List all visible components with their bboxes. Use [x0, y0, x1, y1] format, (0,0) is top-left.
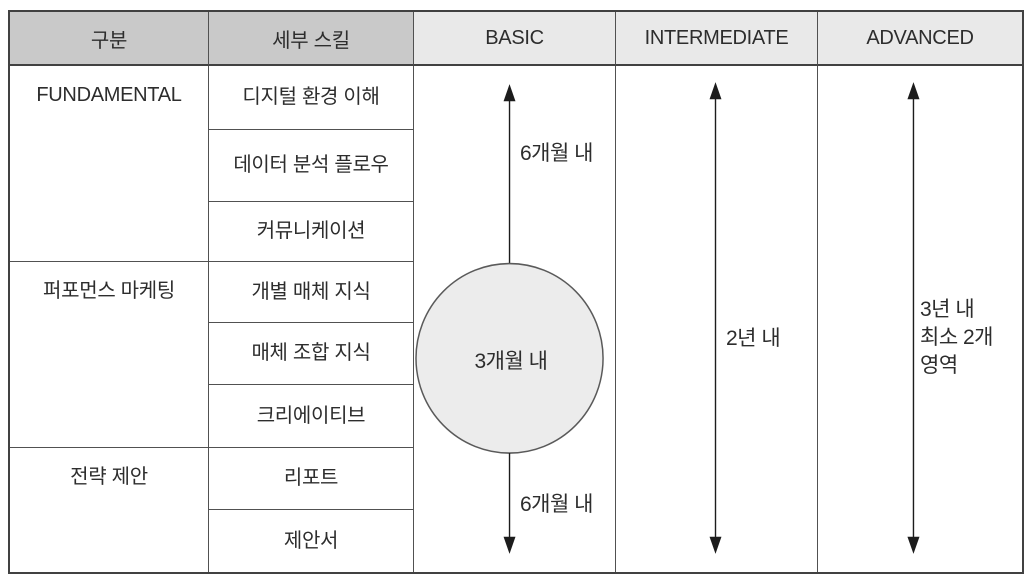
skill-matrix-table: 구분 세부 스킬 BASIC INTERMEDIATE ADVANCED FUN…: [8, 10, 1024, 574]
skill-label: 제안서: [283, 529, 339, 552]
skill-label: 리포트: [283, 467, 339, 489]
category-label: 퍼포먼스 마케팅: [43, 280, 175, 302]
header-cell-category: 구분: [10, 12, 209, 66]
skill-cell: 크리에이티브: [209, 385, 414, 448]
category-label: 전략 제안: [70, 466, 148, 488]
basic-circle-duration-label: 3개월 내: [474, 350, 548, 373]
header-label-skill: 세부 스킬: [272, 29, 350, 52]
advanced-duration-line: 3년 내: [920, 298, 975, 321]
skill-cell: 제안서: [209, 510, 414, 572]
header-label-category: 구분: [90, 29, 128, 52]
up-arrow-icon: [503, 84, 516, 264]
intermediate-duration-label: 2년 내: [726, 327, 781, 350]
skill-cell: 개별 매체 지식: [209, 262, 414, 323]
header-label-advanced: ADVANCED: [866, 26, 974, 49]
basic-bottom-duration-label: 6개월 내: [520, 493, 593, 516]
skill-cell: 데이터 분석 플로우: [209, 130, 414, 202]
skill-label: 개별 매체 지식: [251, 280, 371, 303]
skill-cell: 커뮤니케이션: [209, 202, 414, 262]
advanced-arrow-graphic: [907, 82, 920, 554]
skill-cell: 매체 조합 지식: [209, 323, 414, 385]
basic-top-duration-label: 6개월 내: [520, 142, 593, 165]
advanced-duration-line: 최소 2개: [920, 326, 993, 349]
header-cell-advanced: ADVANCED: [818, 12, 1022, 66]
advanced-timeline-cell: 3년 내 최소 2개 영역: [818, 66, 1022, 572]
skill-label: 크리에이티브: [256, 404, 366, 427]
header-cell-skill: 세부 스킬: [209, 12, 414, 66]
skill-label: 매체 조합 지식: [251, 342, 371, 364]
down-arrow-icon: [503, 453, 516, 554]
skill-label: 데이터 분석 플로우: [233, 154, 389, 176]
double-arrow-icon: [709, 82, 722, 554]
skill-label: 디지털 환경 이해: [242, 86, 380, 108]
header-cell-intermediate: INTERMEDIATE: [616, 12, 818, 66]
skill-label: 커뮤니케이션: [256, 220, 366, 242]
advanced-duration-label: 3년 내 최소 2개 영역: [920, 296, 993, 380]
basic-timeline-cell: 6개월 내 3개월 내 6개월 내: [414, 66, 616, 572]
category-cell-performance-marketing: 퍼포먼스 마케팅: [10, 262, 209, 448]
header-cell-basic: BASIC: [414, 12, 616, 66]
advanced-duration-line: 영역: [920, 354, 958, 377]
category-cell-fundamental: FUNDAMENTAL: [10, 66, 209, 262]
basic-arrows-graphic: [415, 84, 604, 554]
header-label-basic: BASIC: [485, 26, 544, 49]
intermediate-timeline-cell: 2년 내: [616, 66, 818, 572]
intermediate-arrow-graphic: [709, 82, 722, 554]
category-label: FUNDAMENTAL: [36, 84, 182, 106]
header-label-intermediate: INTERMEDIATE: [644, 26, 789, 49]
skill-cell: 디지털 환경 이해: [209, 66, 414, 130]
double-arrow-icon: [907, 82, 920, 554]
category-cell-strategy-proposal: 전략 제안: [10, 448, 209, 572]
skill-cell: 리포트: [209, 448, 414, 510]
